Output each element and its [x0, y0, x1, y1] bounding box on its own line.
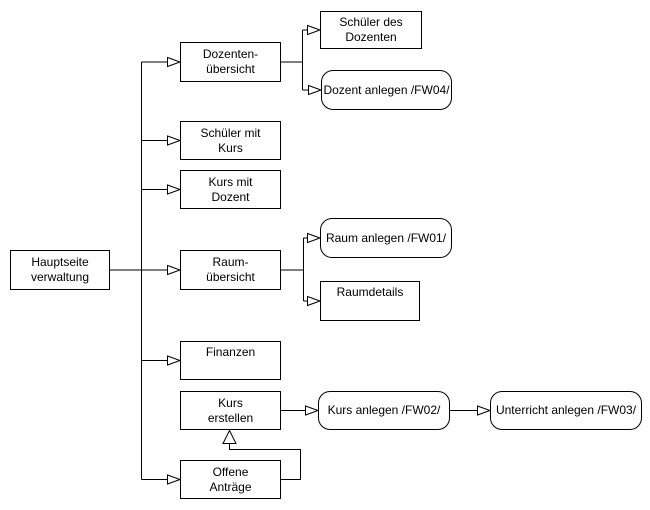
- arrowhead-schueler-des-dozenten: [307, 24, 322, 36]
- arrowhead-unterricht-anlegen: [477, 405, 492, 416]
- node-schueler-mit-kurs-label: Schüler mit Kurs: [200, 125, 261, 155]
- arrowhead-dozentenuebersicht: [167, 56, 182, 68]
- node-raumuebersicht: Raum- übersicht: [180, 250, 281, 290]
- node-finanzen-label: Finanzen: [205, 345, 256, 359]
- node-dozentenuebersicht: Dozenten- übersicht: [180, 42, 281, 82]
- arrowhead-up-kurs-erstellen: [222, 429, 237, 444]
- arrowhead-schueler-mit-kurs: [167, 135, 182, 146]
- node-dozent-anlegen-label: Dozent anlegen /FW04/: [323, 82, 450, 97]
- node-kurs-anlegen-label: Kurs anlegen /FW02/: [327, 403, 441, 417]
- node-kurs-erstellen: Kurs erstellen: [180, 391, 281, 430]
- node-raumdetails-label: Raumdetails: [336, 285, 404, 299]
- node-kurs-mit-dozent: Kurs mit Dozent: [180, 170, 281, 209]
- node-raum-anlegen-label: Raum anlegen /FW01/: [325, 230, 447, 245]
- node-unterricht-anlegen-label: Unterricht anlegen /FW03/: [495, 403, 637, 417]
- node-kurs-anlegen: Kurs anlegen /FW02/: [318, 391, 450, 430]
- arrowhead-offene-antraege: [167, 474, 182, 485]
- node-raumdetails: Raumdetails: [320, 281, 420, 321]
- node-schueler-mit-kurs: Schüler mit Kurs: [180, 121, 281, 160]
- edge-dozentenuebersicht-children: [281, 29, 309, 91]
- arrowhead-finanzen: [167, 355, 182, 366]
- arrowhead-raumdetails: [307, 295, 322, 307]
- node-dozent-anlegen: Dozent anlegen /FW04/: [321, 70, 452, 110]
- node-kurs-mit-dozent-label: Kurs mit Dozent: [208, 174, 253, 204]
- node-hauptseite-verwaltung: Hauptseite verwaltung: [10, 250, 110, 290]
- edge-raumuebersicht-children: [281, 237, 308, 302]
- node-offene-antraege: Offene Anträge: [180, 460, 281, 499]
- arrowhead-dozent-anlegen: [308, 84, 323, 96]
- node-kurs-erstellen-label: Kurs erstellen: [207, 395, 254, 425]
- node-finanzen: Finanzen: [180, 341, 281, 380]
- edge-offene-antraege-kurs-erstellen: [229, 443, 301, 480]
- arrowhead-raum-anlegen: [307, 232, 322, 244]
- node-hauptseite-verwaltung-label: Hauptseite verwaltung: [30, 255, 90, 284]
- node-schueler-des-dozenten: Schüler des Dozenten: [320, 11, 422, 49]
- arrowhead-kurs-mit-dozent: [167, 184, 182, 195]
- arrowhead-kurs-anlegen: [305, 405, 320, 416]
- node-unterricht-anlegen: Unterricht anlegen /FW03/: [490, 391, 642, 430]
- node-raumuebersicht-label: Raum- übersicht: [206, 255, 255, 284]
- node-offene-antraege-label: Offene Anträge: [209, 464, 252, 494]
- arrowhead-raumuebersicht: [167, 264, 182, 276]
- node-schueler-des-dozenten-label: Schüler des Dozenten: [339, 15, 403, 44]
- node-dozentenuebersicht-label: Dozenten- übersicht: [202, 47, 259, 76]
- node-raum-anlegen: Raum anlegen /FW01/: [320, 218, 452, 258]
